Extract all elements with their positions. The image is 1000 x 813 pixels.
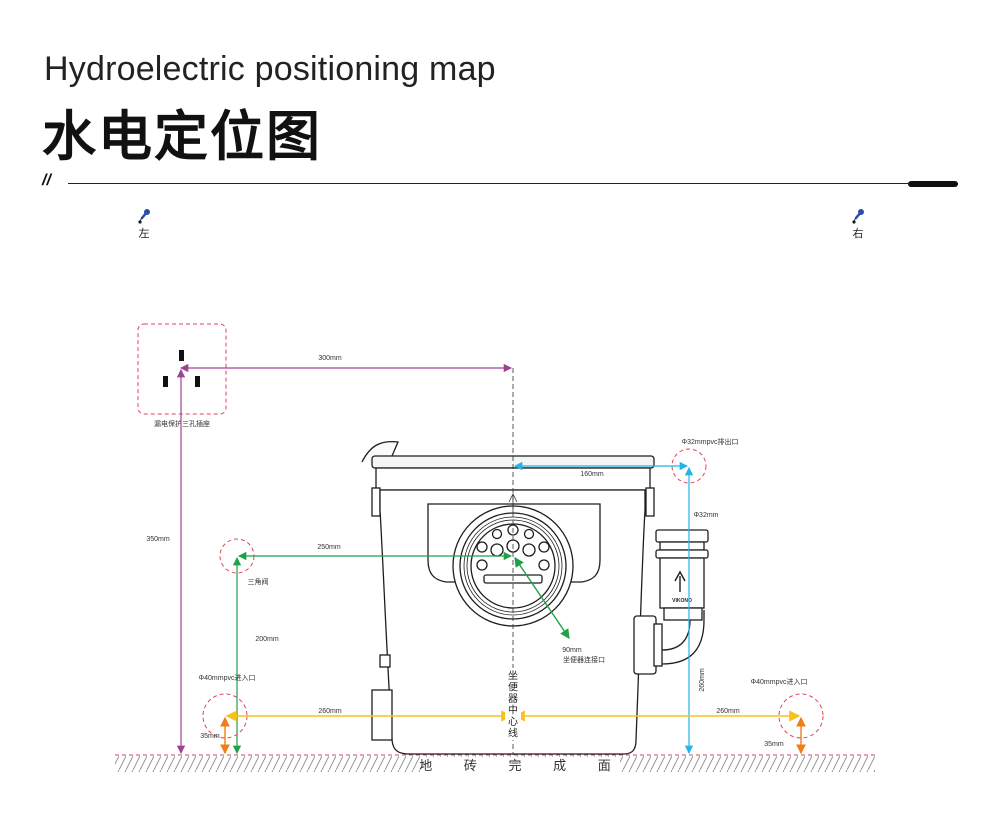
dimension-phi32-label: Φ32mm: [693, 512, 718, 519]
pump-unit: [361, 440, 709, 755]
socket-pin-top: [179, 350, 184, 361]
divider-accent: [908, 181, 958, 187]
dimension-300-label: 300mm: [318, 355, 342, 362]
right-side-marker: 右: [846, 208, 870, 241]
right-side-label: 右: [852, 228, 864, 240]
dimension-250-label: 250mm: [317, 544, 341, 551]
socket-outline: [137, 323, 227, 415]
divider-line: [68, 183, 958, 184]
dimension-200-label: 200mm: [255, 636, 279, 643]
socket-pin-right: [195, 376, 200, 387]
left-inlet-label: Φ40mmpvc进入口: [199, 674, 256, 682]
page-title-english: Hydroelectric positioning map: [44, 50, 496, 88]
valve-label: 三角阀: [248, 577, 269, 586]
dimension-350-label: 350mm: [146, 536, 170, 543]
dimension-260-right-label: 260mm: [716, 708, 740, 715]
page-title-chinese: 水电定位图: [42, 105, 322, 168]
outlet-outline: [671, 448, 707, 484]
right-inlet-outline: [778, 693, 824, 739]
dimension-90-label: 90mm: [562, 647, 582, 654]
toilet-connection-label: 坐便器连接口: [563, 655, 605, 664]
right-inlet-label: Φ40mmpvc进入口: [751, 678, 808, 686]
dimension-35-left-label: 35mm: [200, 733, 220, 740]
pushpin-icon: [138, 209, 150, 224]
dimension-35-right-label: 35mm: [764, 741, 784, 748]
socket-label: 漏电保护三孔插座: [154, 419, 210, 428]
dimension-160-label: 160mm: [580, 471, 604, 478]
brand-mark: VIKONO: [672, 598, 692, 604]
socket-pin-left: [163, 376, 168, 387]
left-side-label: 左: [138, 228, 150, 240]
centerline-label-group: 坐便器中心线: [505, 668, 521, 740]
left-side-marker: 左: [132, 208, 156, 241]
floor-finish-label: 地 砖 完 成 面: [419, 758, 624, 773]
dimension-90-line: [514, 556, 570, 640]
pushpin-icon: [852, 209, 864, 224]
floor-label-bg: [424, 757, 620, 773]
outlet-label: Φ32mmpvc排出口: [682, 437, 739, 446]
divider-mark: //: [42, 172, 51, 189]
dimension-260-left-label: 260mm: [318, 708, 342, 715]
centerline-label: 坐便器中心线: [508, 670, 518, 740]
dimension-260-vertical-label: 260mm: [699, 668, 706, 692]
